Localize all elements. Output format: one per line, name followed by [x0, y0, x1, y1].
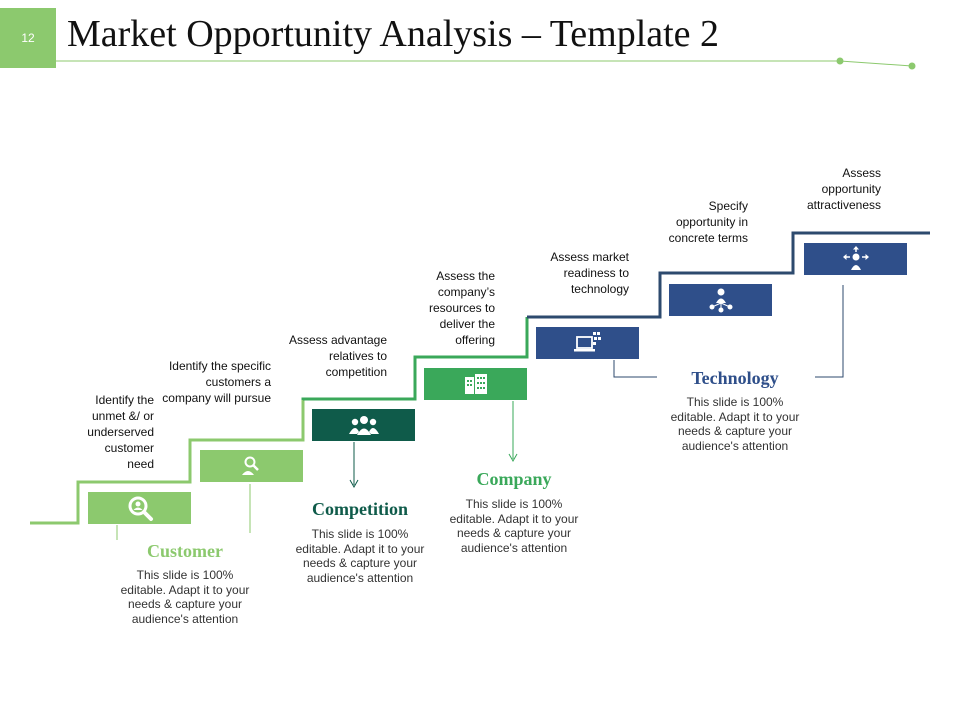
step-text-3: Assess advantage relatives to competitio… — [288, 333, 387, 379]
step-text-2: Identify the specific customers a compan… — [162, 359, 271, 405]
step-text-1: Identify the unmet &/ or underserved cus… — [87, 393, 154, 471]
company-arrow — [508, 453, 518, 463]
title-rule-dot — [908, 62, 916, 70]
laptop-network-icon — [573, 332, 601, 352]
technology-connector-right — [815, 285, 844, 378]
group-icon — [348, 416, 379, 435]
step-text-5: Assess market readiness to technology — [550, 250, 629, 296]
search-user-icon — [128, 496, 153, 521]
title-rule-dot — [836, 57, 844, 65]
category-desc-technology: This slide is 100% editable. Adapt it to… — [670, 395, 800, 453]
step-text-7: Assess opportunity attractiveness — [806, 166, 881, 212]
title-underline-extension — [839, 60, 913, 67]
category-desc-competition: This slide is 100% editable. Adapt it to… — [295, 527, 425, 585]
stair-line-navy — [527, 231, 930, 319]
category-desc-company: This slide is 100% editable. Adapt it to… — [449, 497, 579, 555]
competition-arrow — [349, 479, 359, 489]
slide-title: Market Opportunity Analysis – Template 2 — [67, 13, 720, 55]
stair-line-green-dark — [301, 317, 529, 401]
step-box-3 — [312, 409, 415, 441]
category-title-competition: Competition — [312, 499, 408, 519]
customer-search-icon — [241, 456, 259, 475]
category-desc-customer: This slide is 100% editable. Adapt it to… — [120, 568, 250, 626]
person-network-icon — [709, 288, 732, 313]
step-box-7 — [804, 243, 907, 275]
step-box-2 — [200, 450, 303, 482]
category-title-company: Company — [476, 469, 552, 489]
building-icon — [464, 374, 487, 394]
stair-line-green — [30, 400, 305, 525]
step-box-4 — [424, 368, 527, 400]
step-box-5 — [536, 327, 639, 359]
person-arrows-icon — [842, 246, 869, 270]
step-box-6 — [669, 284, 772, 316]
category-title-technology: Technology — [691, 368, 779, 388]
category-title-customer: Customer — [147, 541, 223, 561]
slide-number: 12 — [0, 8, 56, 68]
step-box-1 — [88, 492, 191, 524]
step-text-4: Assess the company’s resources to delive… — [428, 269, 495, 347]
step-text-6: Specify opportunity in concrete terms — [668, 199, 748, 245]
technology-connector-left — [613, 360, 657, 378]
